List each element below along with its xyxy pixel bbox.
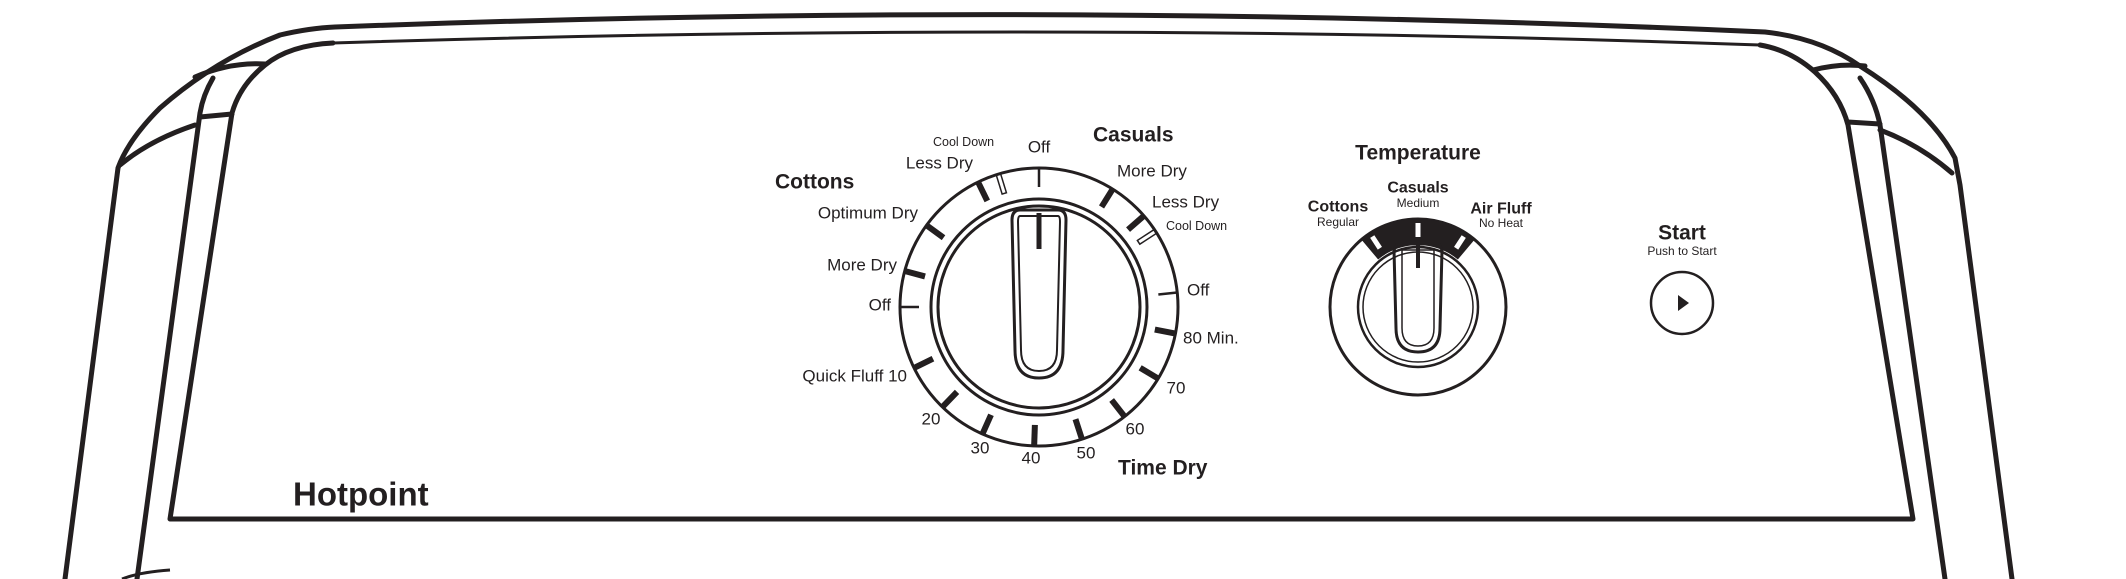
brand-logo: Hotpoint [293,476,429,513]
group-label-casuals: Casuals [1093,124,1174,147]
group-label-cottons: Cottons [775,171,854,194]
label-time-80: 80 Min. [1183,329,1239,348]
temperature-dial[interactable] [1328,217,1508,397]
label-time-60: 60 [1126,420,1145,439]
temperature-knob[interactable] [1392,242,1444,354]
play-icon [1678,295,1689,311]
tick-off-right [1158,291,1178,296]
console-housing [62,12,2015,579]
cycle-knob[interactable] [1010,208,1068,380]
temperature-dial-bezel [1328,217,1508,397]
tick-40 [1031,424,1038,447]
label-casuals-less-dry: Less Dry [1152,193,1220,212]
temp-option-casuals-sub: Medium [1397,196,1440,210]
label-casuals-cool-down: Cool Down [1166,219,1227,233]
temperature-title: Temperature [1355,142,1481,165]
label-time-40: 40 [1022,449,1041,468]
label-cottons-optimum-dry: Optimum Dry [818,204,919,223]
temp-option-air-fluff: Air Fluff [1470,201,1532,218]
tick-80 [1154,326,1177,337]
temp-option-air-fluff-sub: No Heat [1479,216,1524,230]
label-quick-fluff: Quick Fluff 10 [802,367,907,386]
label-time-20: 20 [922,410,941,429]
label-off-right: Off [1187,281,1210,300]
tick-cottons-more-dry [903,268,926,280]
label-time-30: 30 [971,439,990,458]
start-sub-label: Push to Start [1647,244,1717,258]
start-button[interactable] [1649,270,1715,336]
label-time-50: 50 [1077,444,1096,463]
tick-50 [1072,418,1085,441]
cycle-dial-ring-inner [936,204,1142,410]
tick-cottons-optimum-dry [924,222,946,241]
tick-casuals-cool-down-inner [1138,230,1156,244]
label-cottons-cool-down: Cool Down [933,135,994,149]
temp-option-cottons: Cottons [1308,199,1369,216]
label-time-70: 70 [1167,379,1186,398]
tick-casuals-more-dry [1098,187,1116,209]
tick-30 [979,413,994,436]
cycle-dial-labels: Cottons Casuals Time Dry Off Cool Down L… [775,124,1239,480]
temp-tick-air-fluff [1454,235,1466,250]
tick-quick-fluff [912,356,935,371]
temp-tick-cottons [1370,235,1382,250]
tick-20 [940,389,960,410]
tick-70 [1138,365,1160,382]
temperature-band [1361,219,1475,260]
cycle-dial-ring [929,197,1149,417]
temp-option-cottons-sub: Regular [1317,215,1359,229]
label-casuals-more-dry: More Dry [1117,162,1187,181]
label-cottons-more-dry: More Dry [827,256,897,275]
label-off-left: Off [869,296,892,315]
temp-option-casuals: Casuals [1387,180,1448,197]
tick-cottons-less-dry [975,180,990,203]
group-label-time-dry: Time Dry [1118,457,1208,480]
start-label: Start [1658,222,1706,245]
label-cottons-less-dry: Less Dry [906,154,974,173]
tick-casuals-less-dry [1126,213,1146,232]
tick-60 [1109,398,1127,419]
label-off-top: Off [1028,138,1051,157]
cycle-dial[interactable] [898,166,1180,448]
tick-cottons-cool-down-inner [997,175,1006,194]
